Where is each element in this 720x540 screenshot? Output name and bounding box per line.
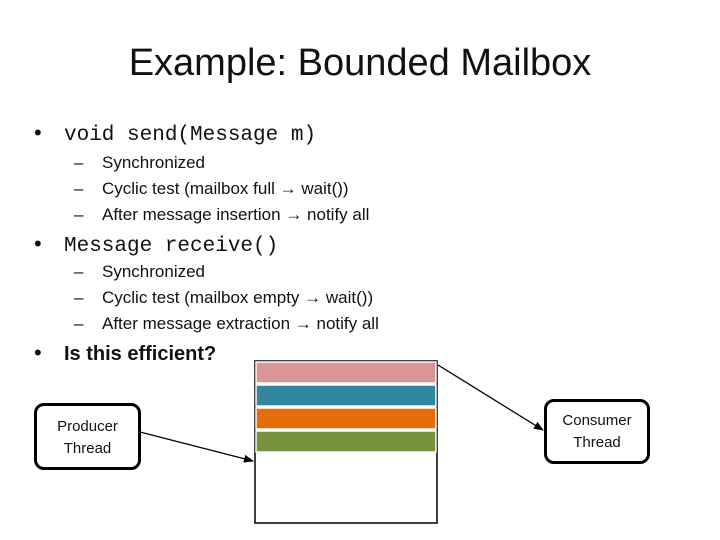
sub-receive-cyclic-test: –Cyclic test (mailbox empty → wait()) <box>74 288 373 308</box>
mailbox-slot-4 <box>255 430 437 453</box>
dash: – <box>74 205 84 224</box>
slide-title: Example: Bounded Mailbox <box>128 42 592 84</box>
bullet-dot: • <box>34 120 42 145</box>
sub-send-notify: –After message insertion → notify all <box>74 205 369 225</box>
arrow-icon: → <box>285 205 303 224</box>
sub-receive-synchronized: –Synchronized <box>74 262 205 282</box>
bullet-send: • void send(Message m) <box>34 120 316 147</box>
sub-text: Synchronized <box>102 153 206 172</box>
dash: – <box>74 153 84 172</box>
sub-receive-notify: –After message extraction → notify all <box>74 314 379 334</box>
sub-text: wait()) <box>296 179 349 198</box>
sub-text: After message extraction <box>102 314 295 333</box>
mailbox-slot-2 <box>255 384 437 407</box>
bullet-receive: • Message receive() <box>34 231 278 258</box>
bullet-dot: • <box>34 231 42 256</box>
bullet-send-text: void send(Message m) <box>64 124 317 147</box>
sub-text: Cyclic test (mailbox full <box>102 179 280 198</box>
arrow-icon: → <box>279 179 297 198</box>
sub-text: wait()) <box>321 288 374 307</box>
bullet-efficient-text: Is this efficient? <box>64 343 217 365</box>
consumer-arrow <box>437 364 544 431</box>
consumer-label-line1: Consumer <box>562 412 632 429</box>
bullet-receive-text: Message receive() <box>64 235 279 258</box>
dash: – <box>74 179 84 198</box>
producer-arrow <box>139 431 254 463</box>
bullet-efficient: • Is this efficient? <box>34 340 216 366</box>
sub-text: notify all <box>311 314 379 333</box>
dash: – <box>74 288 84 307</box>
sub-send-synchronized: –Synchronized <box>74 153 205 173</box>
sub-text: notify all <box>302 205 370 224</box>
bullet-dot: • <box>34 340 42 365</box>
sub-text: Synchronized <box>102 262 206 281</box>
sub-text: Cyclic test (mailbox empty <box>102 288 305 307</box>
arrow-icon: → <box>304 288 322 307</box>
producer-thread-box: Producer Thread <box>34 403 141 470</box>
consumer-label-line2: Thread <box>573 434 621 451</box>
sub-text: After message insertion <box>102 205 286 224</box>
producer-label-line1: Producer <box>57 418 118 435</box>
dash: – <box>74 262 84 281</box>
mailbox-slot-3 <box>255 407 437 430</box>
arrow-icon: → <box>294 314 312 333</box>
sub-send-cyclic-test: –Cyclic test (mailbox full → wait()) <box>74 179 349 199</box>
producer-label-line2: Thread <box>63 440 112 457</box>
dash: – <box>74 314 84 333</box>
consumer-thread-box: Consumer Thread <box>544 399 650 464</box>
mailbox-slot-1 <box>255 361 437 384</box>
